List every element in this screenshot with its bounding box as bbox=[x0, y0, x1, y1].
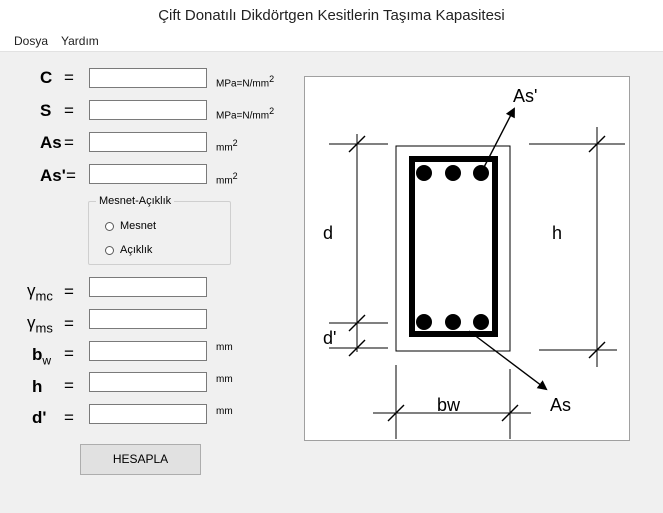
d-text: d bbox=[323, 223, 333, 243]
c-equals: = bbox=[64, 68, 74, 87]
bw-equals: = bbox=[64, 344, 74, 363]
gamma-mc-input[interactable] bbox=[89, 277, 207, 297]
gamma-ms-input[interactable] bbox=[89, 309, 207, 329]
bottom-bar-2 bbox=[445, 314, 461, 330]
gamma-mc-equals: = bbox=[64, 282, 74, 301]
as-text: As bbox=[550, 395, 571, 415]
s-label: S bbox=[40, 101, 52, 120]
menu-item-dosya[interactable]: Dosya bbox=[14, 34, 49, 48]
radio-aciklik[interactable]: Açıklık bbox=[105, 244, 152, 256]
top-bar-2 bbox=[445, 165, 461, 181]
hesapla-button[interactable]: HESAPLA bbox=[80, 444, 201, 475]
bw-input[interactable] bbox=[89, 341, 207, 361]
menu-item-yardim[interactable]: Yardım bbox=[61, 34, 99, 48]
h-text: h bbox=[552, 223, 562, 243]
as-arrow bbox=[468, 330, 548, 391]
gamma-ms-equals: = bbox=[64, 314, 74, 333]
c-input[interactable] bbox=[89, 68, 207, 88]
h-input[interactable] bbox=[89, 372, 207, 392]
radio-mesnet-circle[interactable] bbox=[105, 221, 114, 231]
mesnet-aciklik-group-title: Mesnet-Açıklık bbox=[96, 195, 175, 207]
d-prime-text: d' bbox=[323, 328, 336, 348]
d-prime-label: d' bbox=[32, 408, 47, 427]
section-diagram: As' As d h d' bw bbox=[304, 76, 630, 441]
d-prime-equals: = bbox=[64, 408, 74, 427]
d-prime-unit: mm bbox=[216, 406, 233, 417]
gamma-mc-label: γmc bbox=[27, 281, 53, 304]
c-label: C bbox=[40, 68, 53, 87]
s-input[interactable] bbox=[89, 100, 207, 120]
as-prime-unit: mm2 bbox=[216, 171, 238, 187]
c-unit: MPa=N/mm2 bbox=[216, 74, 275, 90]
as-prime-input[interactable] bbox=[89, 164, 207, 184]
radio-mesnet[interactable]: Mesnet bbox=[105, 220, 156, 232]
radio-aciklik-label: Açıklık bbox=[120, 244, 153, 256]
as-equals: = bbox=[64, 133, 74, 152]
window-title: Çift Donatılı Dikdörtgen Kesitlerin Taşı… bbox=[0, 0, 663, 32]
bw-text: bw bbox=[437, 395, 461, 415]
as-unit: mm2 bbox=[216, 138, 238, 154]
concrete-outline bbox=[395, 145, 511, 352]
d-prime-input[interactable] bbox=[89, 404, 207, 424]
radio-mesnet-label: Mesnet bbox=[120, 220, 157, 232]
stirrup bbox=[409, 156, 498, 337]
as-prime-label: As' bbox=[40, 166, 66, 185]
as-label: As bbox=[40, 133, 62, 152]
s-equals: = bbox=[64, 101, 74, 120]
section-diagram-svg: As' As d h d' bw bbox=[323, 86, 625, 439]
gamma-ms-label: γms bbox=[27, 313, 53, 336]
bottom-bar-1 bbox=[416, 314, 432, 330]
menu-bar: Dosya Yardım bbox=[0, 32, 663, 52]
as-prime-arrow bbox=[480, 107, 515, 174]
h-equals: = bbox=[64, 376, 74, 395]
h-unit: mm bbox=[216, 374, 233, 385]
as-input[interactable] bbox=[89, 132, 207, 152]
as-prime-text: As' bbox=[513, 86, 537, 106]
radio-aciklik-circle[interactable] bbox=[105, 245, 114, 255]
s-unit: MPa=N/mm2 bbox=[216, 106, 275, 122]
bw-label: bw bbox=[32, 345, 52, 368]
bottom-bar-3 bbox=[473, 314, 489, 330]
h-label: h bbox=[32, 377, 43, 396]
top-bar-1 bbox=[416, 165, 432, 181]
as-prime-equals: = bbox=[66, 166, 76, 185]
bw-unit: mm bbox=[216, 342, 233, 353]
